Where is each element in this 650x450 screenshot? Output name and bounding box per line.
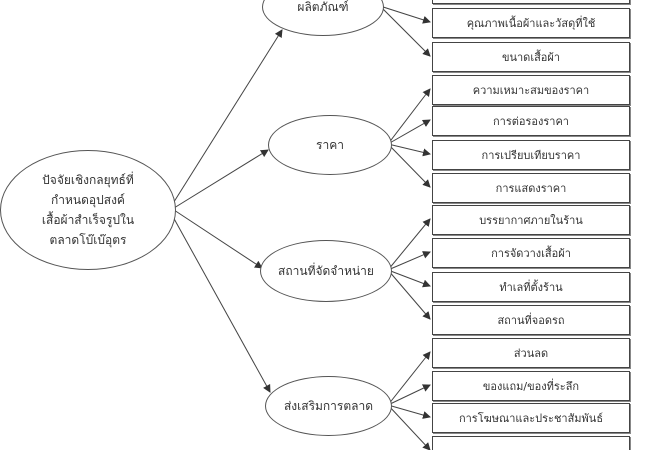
factor-label: ขนาดเสื้อผ้า (501, 51, 561, 64)
factor-label: ความเหมาะสมของราคา (472, 84, 590, 97)
arrow (173, 209, 263, 269)
category-label: ส่งเสริมการตลาด (283, 399, 374, 413)
arrow (387, 269, 431, 288)
arrow (379, 5, 431, 57)
root-line: กำหนดอุปสงค์ (51, 193, 125, 207)
factor-label: ทำเลที่ตั้งร้าน (499, 281, 563, 294)
factor-label: บรรยากาศภายในร้าน (479, 214, 583, 227)
category-price: ราคา (268, 115, 392, 175)
factor-label: การต่อรองราคา (492, 115, 569, 128)
root-line: เสื้อผ้าสำเร็จรูปใน (41, 213, 135, 227)
arrow (171, 214, 271, 393)
arrow (387, 269, 431, 320)
factor-label: ของแถม/ของที่ระลึก (482, 380, 580, 393)
arrow (387, 251, 431, 271)
category-place: สถานที่จัดจำหน่าย (260, 240, 392, 302)
factor-box: คุณภาพเนื้อผ้าและวัสดุที่ใช้ (432, 8, 630, 38)
arrow (387, 404, 431, 450)
root-node: ปัจจัยเชิงกลยุทธ์ที่ กำหนดอุปสงค์ เสื้อผ… (0, 150, 176, 270)
arrow (387, 143, 431, 188)
factor-box (432, 0, 630, 4)
category-label: ผลิตภัณฑ์ (297, 0, 349, 14)
category-label: สถานที่จัดจำหน่าย (278, 264, 374, 278)
factor-label: การเปรียบเทียบราคา (481, 149, 581, 162)
factor-box: การแสดงราคา (432, 173, 630, 203)
factor-box (432, 436, 630, 450)
arrow (387, 88, 431, 145)
root-line: ปัจจัยเชิงกลยุทธ์ที่ (42, 173, 134, 187)
factor-label: การจัดวางเสื้อผ้า (491, 247, 571, 260)
factor-box: การจัดวางเสื้อผ้า (432, 238, 630, 268)
arrow (171, 29, 283, 206)
factor-box: การเปรียบเทียบราคา (432, 140, 630, 170)
arrow (387, 119, 431, 145)
factor-box: สถานที่จอดรถ (432, 305, 630, 335)
factor-label: การโฆษณาและประชาสัมพันธ์ (458, 412, 604, 425)
arrow (379, 5, 431, 24)
factor-label: คุณภาพเนื้อผ้าและวัสดุที่ใช้ (466, 17, 596, 30)
factor-label: ส่วนลด (513, 347, 549, 360)
category-label: ราคา (316, 138, 344, 152)
arrow (387, 143, 431, 157)
factor-box: บรรยากาศภายในร้าน (432, 205, 630, 235)
arrow (173, 149, 269, 209)
factor-label: การแสดงราคา (495, 182, 567, 195)
factor-box: ความเหมาะสมของราคา (432, 75, 630, 105)
factor-label: สถานที่จอดรถ (497, 314, 565, 327)
factor-box: ทำเลที่ตั้งร้าน (432, 272, 630, 302)
factor-box: การต่อรองราคา (432, 106, 630, 136)
factor-box: ส่วนลด (432, 338, 630, 368)
factor-box: ขนาดเสื้อผ้า (432, 42, 630, 72)
factor-box: ของแถม/ของที่ระลึก (432, 371, 630, 401)
root-line: ตลาดโบ๊เบ๊อุตร (49, 233, 127, 247)
arrow (387, 384, 431, 406)
arrow (387, 351, 431, 406)
category-promotion: ส่งเสริมการตลาด (265, 376, 392, 436)
arrow (387, 404, 431, 419)
arrow (387, 218, 431, 271)
factor-box: การโฆษณาและประชาสัมพันธ์ (432, 403, 630, 433)
